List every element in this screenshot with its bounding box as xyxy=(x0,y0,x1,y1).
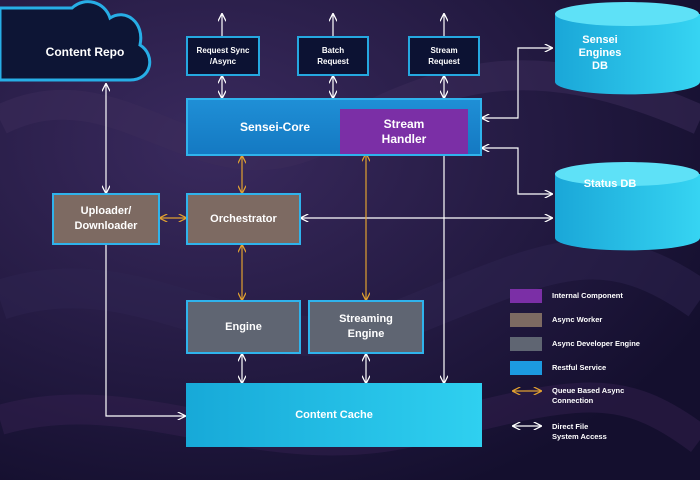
status-db-label: Status DB xyxy=(583,178,637,190)
uploader-downloader-box: Uploader/ Downloader xyxy=(52,193,160,245)
engine-box: Engine xyxy=(186,300,301,354)
legend-async-worker: Async Worker xyxy=(552,315,603,324)
status-db-cylinder xyxy=(555,162,700,251)
legend-restful-service: Restful Service xyxy=(552,363,607,372)
legend-swatch-restful xyxy=(510,361,542,375)
content-cache-box: Content Cache xyxy=(186,383,482,447)
engines-db-label: Sensei Engines DB xyxy=(578,34,622,72)
content-repo-label: Content Repo xyxy=(45,45,125,59)
legend-internal-component: Internal Component xyxy=(552,291,623,300)
stream-request-box: Stream Request xyxy=(408,36,480,76)
legend-swatch-dev-engine xyxy=(510,337,542,351)
request-sync-async-box: Request Sync /Async xyxy=(186,36,260,76)
legend-queue-async: Queue Based Async Connection xyxy=(552,386,625,405)
legend-direct-file: Direct File System Access xyxy=(552,422,607,441)
batch-request-box: Batch Request xyxy=(297,36,369,76)
legend-direct-arrow-icon xyxy=(510,419,544,433)
legend-queue-arrow-icon xyxy=(510,384,544,398)
legend-swatch-async-worker xyxy=(510,313,542,327)
orchestrator-box: Orchestrator xyxy=(186,193,301,245)
sensei-core-label: Sensei-Core xyxy=(240,120,311,134)
stream-handler-box: Stream Handler xyxy=(340,109,468,154)
legend-async-dev-engine: Async Developer Engine xyxy=(552,339,640,348)
legend-swatch-internal xyxy=(510,289,542,303)
engines-db-cylinder xyxy=(555,2,700,95)
cloud-shape xyxy=(0,0,152,82)
streaming-engine-box: Streaming Engine xyxy=(308,300,424,354)
